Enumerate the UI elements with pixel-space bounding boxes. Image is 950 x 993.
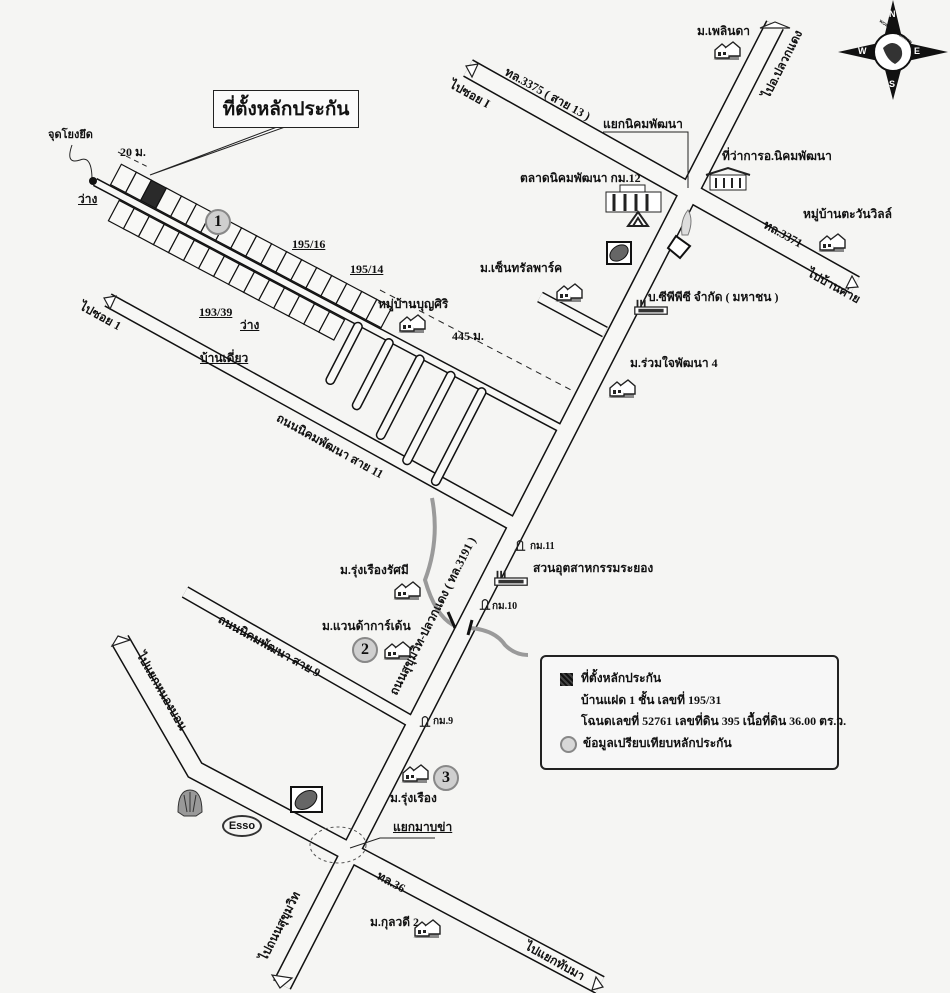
plot <box>317 310 346 341</box>
roads <box>92 20 860 993</box>
comparable-marker-3: 3 <box>433 765 459 791</box>
lot-label: 195/14 <box>350 262 384 276</box>
cul-de-sac <box>432 388 486 485</box>
comparable-marker-2: 2 <box>352 637 378 663</box>
anchor-point <box>89 177 97 185</box>
comparable-circle-icon <box>560 735 577 753</box>
distance-line-445m <box>379 289 576 393</box>
plot <box>365 298 393 329</box>
esso-logo-icon: Esso <box>222 815 262 837</box>
place-label: ที่ว่าการอ.นิคมพัฒนา <box>722 149 832 163</box>
junction-leader <box>603 131 689 188</box>
market-icon <box>605 184 662 213</box>
anchor-leader <box>69 144 93 181</box>
cul-de-sac <box>377 355 424 439</box>
scb-logo-icon <box>666 234 692 260</box>
place-label: ตลาดนิคมพัฒนา กม.12 <box>520 171 641 185</box>
detached-house-label: บ้านเดี่ยว <box>200 351 249 365</box>
compass-rose <box>838 0 948 100</box>
compass-north: N <box>889 9 896 19</box>
distance-line-20m <box>117 151 151 169</box>
collateral-callout: ที่ตั้งหลักประกัน <box>213 90 359 128</box>
ptt-logo-icon <box>606 241 632 265</box>
village-label: ม.รุ่งเรืองรัศมี <box>340 563 409 577</box>
vacant-label: ว่าง <box>240 318 260 332</box>
village-label: ม.แวนด้าการ์เด้น <box>322 619 411 633</box>
village-label: ม.รุ่งเรือง <box>390 791 437 805</box>
house-icon <box>397 314 426 334</box>
estate-plots <box>107 163 393 341</box>
lot-label: 193/39 <box>199 305 233 319</box>
map-legend: ที่ตั้งหลักประกัน บ้านแฝด 1 ชั้น เลขที่ … <box>540 655 846 770</box>
place-label: สวนอุตสาหกรรมระยอง <box>533 561 654 575</box>
village-label: หมู่บ้านตะวันวิลล์ <box>803 207 893 221</box>
compass-east: E <box>914 46 921 56</box>
comparable-marker-1: 1 <box>205 209 231 235</box>
vacant-label: ว่าง <box>78 192 98 206</box>
village-label: ม.เพลินดา <box>697 24 751 38</box>
compass-south: S <box>889 79 896 89</box>
bridge-icon <box>446 611 474 636</box>
house-icon <box>607 379 636 399</box>
junction-label: แยกมาบข่า <box>393 820 453 834</box>
house-icon <box>392 581 421 601</box>
emblem-icon <box>681 209 692 236</box>
width-label: 20 ม. <box>120 145 146 159</box>
house-icon <box>554 283 583 303</box>
government-office-icon <box>705 166 751 191</box>
house-icon <box>712 41 741 61</box>
shell-logo-icon <box>177 789 203 817</box>
bank-icon <box>626 210 650 227</box>
village-label: ม.ร่วมใจพัฒนา 4 <box>630 356 718 370</box>
place-label: บ.ซีพีพีซี จำกัด ( มหาชน ) <box>648 290 779 304</box>
cul-de-sac <box>353 339 393 409</box>
road-end-arrows <box>103 21 859 991</box>
legend-house-desc: บ้านแฝด 1 ชั้น เลขที่ 195/31 <box>581 693 722 707</box>
collateral-swatch-icon <box>560 672 573 686</box>
estate-cul-de-sacs <box>325 321 487 487</box>
lot-label: 195/16 <box>292 237 326 251</box>
village-label: หมู่บ้านบุญศิริ <box>378 297 449 311</box>
legend-deed-desc: โฉนดเลขที่ 52761 เลขที่ดิน 395 เนื้อที่ด… <box>581 714 847 728</box>
km-label: กม.11 <box>530 541 555 552</box>
canal <box>422 497 529 657</box>
cul-de-sac <box>403 372 455 464</box>
compass-west: W <box>858 46 867 56</box>
ptt-logo-icon <box>290 786 323 813</box>
house-icon <box>817 233 846 253</box>
cul-de-sac <box>326 323 362 384</box>
distance-label: 445 ม. <box>452 329 484 343</box>
legend-collateral: ที่ตั้งหลักประกัน <box>581 671 662 685</box>
callout-pointer <box>149 126 286 176</box>
legend-comparison: ข้อมูลเปรียบเทียบหลักประกัน <box>583 736 732 750</box>
house-icon <box>400 764 429 784</box>
map-kha-junction-marker <box>309 826 367 864</box>
km-label: กม.9 <box>433 716 454 727</box>
village-label: ม.เซ็นทรัลพาร์ค <box>480 261 563 275</box>
km-label: กม.10 <box>492 601 518 612</box>
village-label: ม.กุลวดี 2 <box>370 915 420 929</box>
anchor-point-label: จุดโยงยึด <box>48 129 93 141</box>
junction-label: แยกนิคมพัฒนา <box>603 117 683 131</box>
